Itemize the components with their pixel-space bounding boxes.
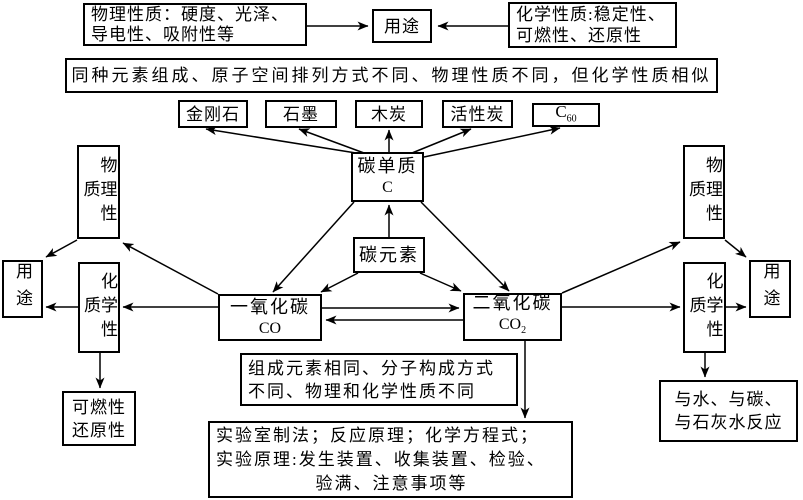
graphite-label: 石墨 bbox=[283, 104, 319, 124]
reactions-line2: 与石灰水反应 bbox=[674, 413, 783, 432]
co-name: 一氧化碳 bbox=[230, 296, 310, 317]
arrow-co2-to-right-physical bbox=[561, 241, 681, 294]
arrow-left-physical-to-uses bbox=[45, 239, 78, 258]
right-uses-label: 用途 bbox=[760, 262, 780, 316]
arrow-element-to-co bbox=[320, 272, 359, 293]
box-right-uses: 用途 bbox=[749, 260, 791, 318]
box-carbon-dioxide: 二氧化碳 CO2 bbox=[463, 293, 562, 341]
box-carbon-element: 碳元素 bbox=[353, 237, 425, 273]
allotropy-note-text: 同种元素组成、原子空间排列方式不同、物理性质不同，但化学性质相似 bbox=[71, 66, 712, 85]
arrow-carbon-to-co2 bbox=[420, 201, 510, 292]
flammability-line2: 还原性 bbox=[72, 420, 126, 440]
right-physical-label: 物理性质 bbox=[686, 156, 722, 228]
box-right-chemical-properties: 化学性质 bbox=[683, 262, 726, 353]
box-flammability-reducibility: 可燃性 还原性 bbox=[62, 391, 136, 446]
diamond-label: 金刚石 bbox=[186, 104, 240, 124]
carbon-simple-formula: C bbox=[382, 179, 393, 196]
lab-method-line3: 验满、注意事项等 bbox=[315, 473, 468, 493]
composition-line2: 不同、物理和化学性质不同 bbox=[248, 381, 476, 401]
box-activated-carbon: 活性炭 bbox=[442, 100, 513, 128]
box-c60: C60 bbox=[532, 101, 600, 127]
box-left-physical-properties: 物理性质 bbox=[77, 145, 120, 239]
top-physical-line1: 物理性质：硬度、光泽、 bbox=[91, 4, 289, 24]
top-physical-line2: 导电性、吸附性等 bbox=[91, 24, 235, 44]
box-top-chemical-properties: 化学性质:稳定性、 可燃性、还原性 bbox=[508, 2, 677, 48]
box-allotropy-note: 同种元素组成、原子空间排列方式不同、物理性质不同，但化学性质相似 bbox=[65, 58, 718, 93]
reactions-line1: 与水、与碳、 bbox=[674, 390, 783, 409]
box-carbon-simple-substance: 碳单质 C bbox=[351, 152, 424, 202]
composition-line1: 组成元素相同、分子构成方式 bbox=[248, 358, 495, 378]
arrow-right-physical-to-uses bbox=[724, 239, 747, 258]
carbon-simple-name: 碳单质 bbox=[357, 156, 418, 176]
co2-formula: CO2 bbox=[498, 315, 527, 337]
co2-name: 二氧化碳 bbox=[472, 292, 553, 313]
box-uses-top: 用途 bbox=[372, 9, 432, 43]
lab-method-line2: 实验原理:发生装置、收集装置、检验、 bbox=[216, 449, 546, 469]
box-left-uses: 用途 bbox=[2, 260, 43, 318]
activated-carbon-label: 活性炭 bbox=[450, 104, 505, 124]
box-lab-method: 实验室制法；反应原理；化学方程式； 实验原理:发生装置、收集装置、检验、 验满、… bbox=[208, 421, 573, 498]
left-uses-label: 用途 bbox=[13, 262, 32, 316]
uses-top-label: 用途 bbox=[384, 16, 420, 36]
left-chemical-label: 化学性质 bbox=[81, 271, 117, 344]
box-right-physical-properties: 物理性质 bbox=[683, 145, 725, 239]
right-chemical-label: 化学性质 bbox=[686, 271, 723, 344]
box-top-physical-properties: 物理性质：硬度、光泽、 导电性、吸附性等 bbox=[83, 3, 307, 46]
left-physical-label: 物理性质 bbox=[80, 156, 117, 228]
arrow-co-to-left-physical bbox=[122, 242, 219, 295]
c60-label: C60 bbox=[555, 101, 577, 125]
lab-method-line1: 实验室制法；反应原理；化学方程式； bbox=[216, 425, 539, 445]
arrow-carbon-to-diamond bbox=[205, 126, 357, 154]
box-carbon-monoxide: 一氧化碳 CO bbox=[218, 294, 322, 341]
box-left-chemical-properties: 化学性质 bbox=[78, 262, 120, 353]
carbon-element-label: 碳元素 bbox=[359, 244, 419, 265]
arrow-element-to-co2 bbox=[419, 272, 462, 292]
arrow-carbon-to-graphite bbox=[298, 128, 365, 154]
box-diamond: 金刚石 bbox=[178, 100, 248, 128]
top-chemical-line2: 可燃性、还原性 bbox=[516, 26, 642, 45]
arrow-carbon-to-c60 bbox=[423, 125, 561, 158]
box-graphite: 石墨 bbox=[265, 100, 337, 128]
flammability-line1: 可燃性 bbox=[72, 397, 126, 417]
arrow-carbon-to-co bbox=[272, 201, 355, 293]
top-chemical-line1: 化学性质:稳定性、 bbox=[516, 5, 666, 24]
charcoal-label: 木炭 bbox=[371, 104, 407, 124]
box-charcoal: 木炭 bbox=[355, 100, 423, 128]
arrow-carbon-to-activated bbox=[411, 128, 472, 154]
co-formula: CO bbox=[258, 319, 282, 337]
box-co2-reactions: 与水、与碳、 与石灰水反应 bbox=[659, 380, 798, 442]
box-composition-note: 组成元素相同、分子构成方式 不同、物理和化学性质不同 bbox=[240, 353, 518, 406]
